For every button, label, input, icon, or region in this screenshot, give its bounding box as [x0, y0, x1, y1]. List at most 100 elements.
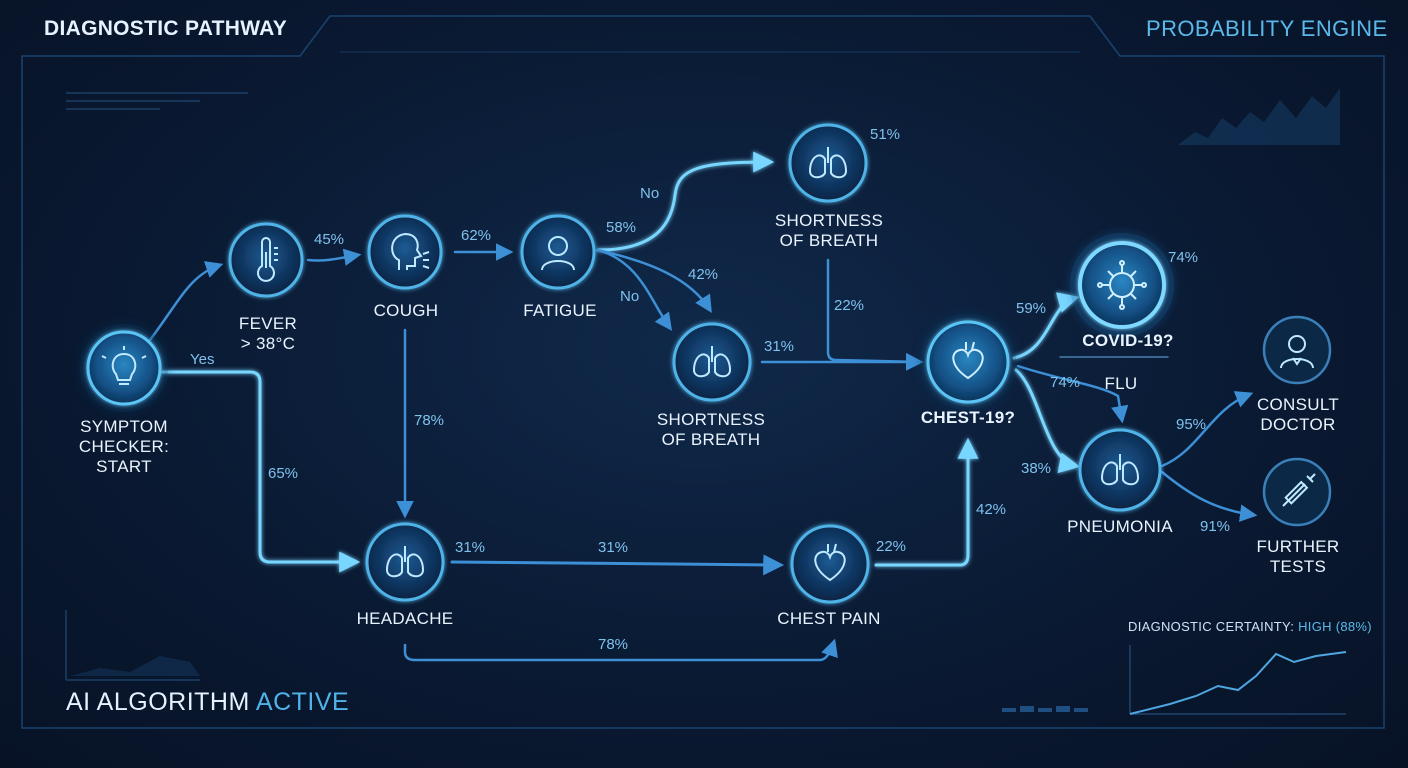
node-sob-mid-line1: SHORTNESS [656, 410, 766, 429]
edge-label-cough-fatigue: 62% [461, 227, 492, 244]
edge-chest-pain-chest19 [874, 437, 979, 567]
edge-label-chest19-pneumonia: 38% [1021, 460, 1052, 477]
node-tests-label: FURTHER TESTS [1248, 537, 1348, 577]
edge-label-chest-pain-out: 22% [876, 538, 907, 555]
edge-label-chest-pain-chest19: 42% [976, 501, 1007, 518]
edge-label-headache-out: 31% [455, 539, 486, 556]
branch-yes-label: Yes [190, 351, 215, 368]
node-sob-top[interactable] [788, 123, 868, 203]
node-chest-pain[interactable] [790, 524, 870, 604]
edge-label-headache-chest-pain-bottom: 78% [598, 636, 629, 653]
edge-headache-chest-pain-bottom [403, 638, 838, 662]
algorithm-status: AI ALGORITHM ACTIVE [66, 688, 349, 717]
node-covid[interactable] [1070, 233, 1174, 337]
node-sob-top-pct: 51% [870, 126, 901, 143]
edge-headache-chest-pain [450, 554, 785, 576]
edges [148, 151, 1258, 662]
decor-bars [1002, 706, 1088, 712]
node-start-line1: SYMPTOM [80, 417, 168, 436]
edge-label-fatigue-sob-top: 58% [606, 219, 637, 236]
node-fever-label: FEVER > 38°C [210, 314, 326, 354]
edge-label-sob-mid-chest19: 31% [764, 338, 795, 355]
edge-chest19-covid [1012, 292, 1080, 360]
certainty-chart [1129, 645, 1347, 715]
edge-label-chest19-covid: 59% [1016, 300, 1047, 317]
node-sob-top-label: SHORTNESS OF BREATH [764, 211, 894, 251]
node-fever[interactable] [228, 222, 304, 298]
lungs-icon [692, 346, 732, 378]
edge-label-pneumonia-tests: 91% [1200, 518, 1231, 535]
node-sob-mid-line2: OF BREATH [661, 430, 761, 449]
edge-pneumonia-consult [1160, 391, 1254, 468]
node-tests-line2: TESTS [1269, 557, 1327, 576]
node-consult-line2: DOCTOR [1260, 415, 1336, 434]
edge-label-chest19-flu: 74% [1050, 374, 1081, 391]
edge-start-headache [160, 370, 361, 573]
edge-fatigue-sob-top [596, 151, 775, 252]
certainty-value: HIGH (88%) [1298, 619, 1372, 634]
lungs-icon [808, 147, 848, 179]
hud-frame [21, 15, 1385, 729]
decor-lines [65, 92, 248, 681]
node-fatigue-label: FATIGUE [523, 301, 597, 320]
node-chest19-label: CHEST-19? [920, 408, 1016, 427]
lungs-icon [385, 546, 425, 578]
node-flu-label: FLU [1104, 374, 1138, 393]
node-covid-label: COVID-19? [1082, 331, 1174, 350]
engine-title: PROBABILITY ENGINE [1146, 16, 1388, 41]
node-headache-label: HEADACHE [356, 609, 454, 628]
node-start-line3: START [96, 457, 152, 476]
doctor-icon [1280, 335, 1314, 369]
certainty-readout: DIAGNOSTIC CERTAINTY: HIGH (88%) [1128, 619, 1372, 634]
node-cough-label: COUGH [373, 301, 439, 320]
edge-label-pneumonia-consult: 95% [1176, 416, 1207, 433]
node-tests-line1: FURTHER [1256, 537, 1340, 556]
edge-label-start-headache: 65% [268, 465, 299, 482]
branch-no-mid-label: No [620, 288, 640, 305]
cough-head-icon [391, 232, 430, 270]
node-chest19[interactable] [920, 314, 1016, 410]
edge-fatigue-sob-mid-2 [596, 248, 712, 313]
heart-icon [952, 341, 984, 380]
lightbulb-icon [101, 346, 147, 385]
node-start-line2: CHECKER: [78, 437, 170, 456]
node-pneumonia[interactable] [1078, 428, 1162, 512]
node-consult[interactable] [1262, 315, 1332, 385]
edge-fatigue-sob-mid [596, 248, 673, 331]
algorithm-status-value: ACTIVE [255, 688, 350, 716]
heart-icon [814, 543, 846, 582]
edge-label-sob-top-chest19: 22% [834, 297, 865, 314]
edge-chest19-flu [1016, 364, 1129, 424]
edge-fever-cough [306, 248, 362, 266]
node-start[interactable] [80, 324, 168, 412]
node-sob-top-line2: OF BREATH [779, 231, 879, 250]
node-sob-mid[interactable] [672, 322, 752, 402]
page-title: DIAGNOSTIC PATHWAY [44, 17, 288, 40]
thermometer-icon [257, 237, 278, 282]
node-pneumonia-label: PNEUMONIA [1067, 517, 1173, 536]
node-start-label: SYMPTOM CHECKER: START [64, 417, 184, 477]
node-sob-mid-label: SHORTNESS OF BREATH [646, 410, 776, 450]
lungs-icon [1100, 454, 1140, 486]
decor-sparkline-bottom-left [70, 656, 200, 676]
node-consult-line1: CONSULT [1256, 395, 1340, 414]
edge-label-fatigue-sob-mid: 42% [688, 266, 719, 283]
edge-label-fever-cough: 45% [314, 231, 345, 248]
edge-label-headache-chest-pain: 31% [598, 539, 629, 556]
node-fever-line2: > 38°C [240, 334, 296, 353]
node-fever-line1: FEVER [238, 314, 298, 333]
edge-sob-top-chest19 [826, 258, 924, 371]
edge-start-fever [148, 261, 224, 342]
person-icon [541, 236, 575, 271]
node-sob-top-line1: SHORTNESS [774, 211, 884, 230]
node-fatigue[interactable] [520, 214, 596, 290]
node-tests[interactable] [1262, 457, 1332, 527]
algorithm-status-prefix: AI ALGORITHM [66, 688, 250, 716]
certainty-label: DIAGNOSTIC CERTAINTY: [1128, 619, 1295, 634]
node-headache[interactable] [365, 522, 445, 602]
branch-no-top-label: No [640, 185, 660, 202]
edge-label-cough-headache: 78% [414, 412, 445, 429]
node-cough[interactable] [367, 214, 443, 290]
